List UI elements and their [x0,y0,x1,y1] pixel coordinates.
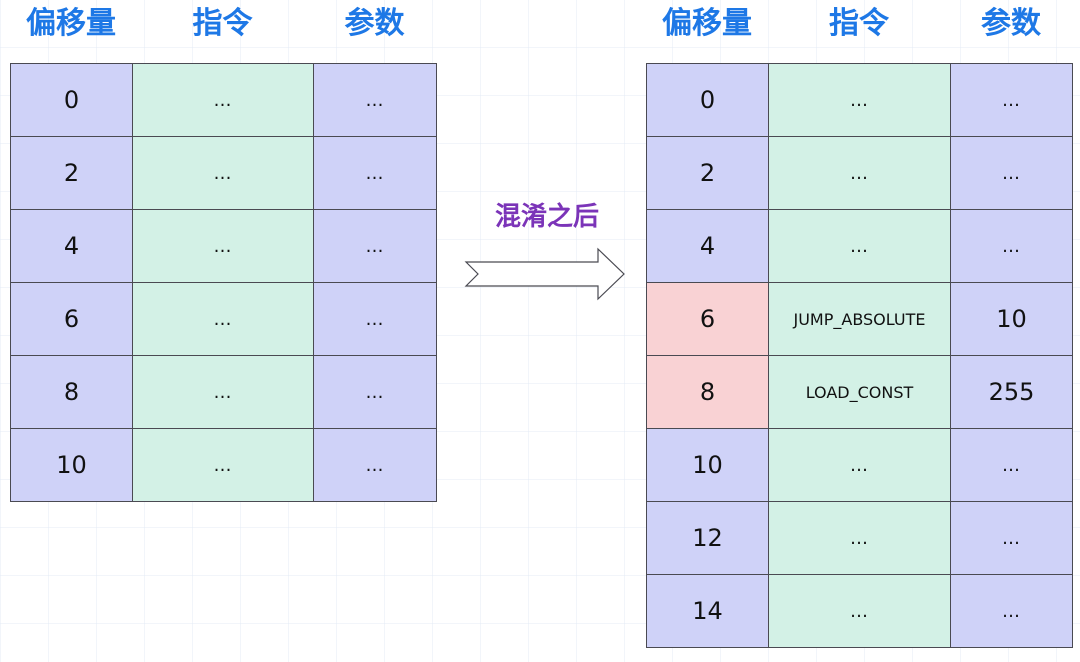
left-header-instruction: 指令 [192,6,253,41]
right-table-row: 0…… [646,63,1073,137]
left-argument-cell: … [313,136,437,210]
left-table-row: 10…… [10,428,437,502]
left-instruction-cell: … [132,282,314,356]
right-header-argument: 参数 [981,6,1041,41]
right-table-row: 10…… [646,428,1073,502]
right-header-offset: 偏移量 [662,6,752,41]
right-table-row: 2…… [646,136,1073,210]
right-arrow-icon [464,247,625,301]
right-offset-cell: 12 [646,501,769,575]
right-argument-cell: … [950,574,1073,648]
right-instruction-cell: … [768,63,951,137]
right-instruction-cell: … [768,574,951,648]
right-offset-cell: 4 [646,209,769,283]
left-header-argument: 参数 [344,6,405,41]
right-argument-cell: 10 [950,282,1073,356]
left-argument-cell: … [313,63,437,137]
right-argument-cell: … [950,428,1073,502]
right-argument-cell: … [950,63,1073,137]
left-offset-cell: 4 [10,209,133,283]
right-instruction-cell: JUMP_ABSOLUTE [768,282,951,356]
right-argument-cell: … [950,136,1073,210]
right-offset-cell: 6 [646,282,769,356]
left-argument-cell: … [313,209,437,283]
right-offset-cell: 14 [646,574,769,648]
left-instruction-cell: … [132,136,314,210]
right-argument-cell: … [950,209,1073,283]
left-offset-cell: 2 [10,136,133,210]
left-instruction-cell: … [132,428,314,502]
right-instruction-cell: … [768,501,951,575]
left-instruction-cell: … [132,209,314,283]
left-table-row: 4…… [10,209,437,283]
right-table-row: 12…… [646,501,1073,575]
left-offset-cell: 8 [10,355,133,429]
right-instruction-cell: … [768,136,951,210]
left-offset-cell: 0 [10,63,133,137]
left-argument-cell: … [313,282,437,356]
right-offset-cell: 2 [646,136,769,210]
right-table-row: 4…… [646,209,1073,283]
left-bytecode-table: 0……2……4……6……8……10…… [10,63,437,502]
right-instruction-cell: … [768,428,951,502]
left-table-row: 6…… [10,282,437,356]
right-instruction-cell: … [768,209,951,283]
left-offset-cell: 10 [10,428,133,502]
left-argument-cell: … [313,355,437,429]
left-instruction-cell: … [132,355,314,429]
right-offset-cell: 0 [646,63,769,137]
right-argument-cell: 255 [950,355,1073,429]
left-table-row: 2…… [10,136,437,210]
left-table-row: 8…… [10,355,437,429]
left-header-offset: 偏移量 [26,6,116,41]
left-instruction-cell: … [132,63,314,137]
right-table-row: 14…… [646,574,1073,648]
right-offset-cell: 10 [646,428,769,502]
right-offset-cell: 8 [646,355,769,429]
transition-label: 混淆之后 [494,202,599,232]
left-table-row: 0…… [10,63,437,137]
right-instruction-cell: LOAD_CONST [768,355,951,429]
right-argument-cell: … [950,501,1073,575]
right-header-instruction: 指令 [829,6,889,41]
left-offset-cell: 6 [10,282,133,356]
left-argument-cell: … [313,428,437,502]
